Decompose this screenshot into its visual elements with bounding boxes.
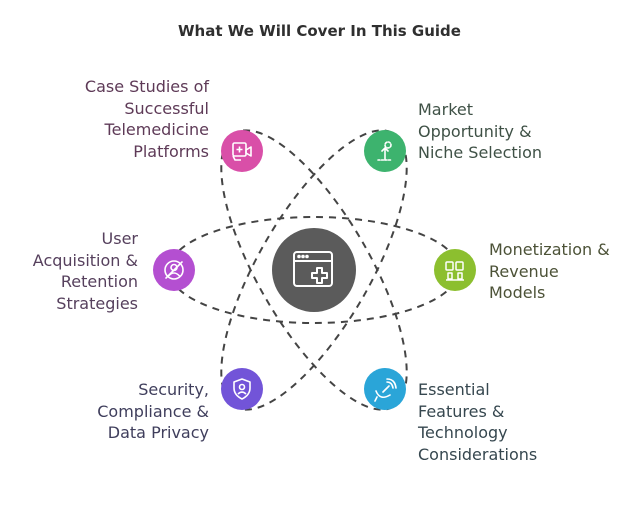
diagram-title: What We Will Cover In This Guide [178,22,461,40]
medical-app-window-icon [293,251,333,287]
topic-label-user-acquisition: User Acquisition & Retention Strategies [32,229,138,313]
shield-user-icon [233,378,251,400]
topic-node-security[interactable] [221,368,263,410]
topic-label-security: Security, Compliance & Data Privacy [97,380,209,442]
money-stack-icon [445,261,464,281]
satellite-dish-icon [374,378,397,402]
topic-label-monetization: Monetization & Revenue Models [489,240,610,302]
topic-node-monetization[interactable] [434,249,476,291]
topic-label-market: Market Opportunity & Niche Selection [418,100,543,162]
user-magnet-icon [164,260,184,280]
target-arrow-icon [377,141,393,161]
topic-label-features: Essential Features & Technology Consider… [418,380,538,464]
video-call-medical-icon [232,142,252,161]
center-node[interactable] [272,228,356,312]
topic-node-features[interactable] [364,368,406,410]
topic-node-market[interactable] [364,130,406,172]
topic-node-user-acquisition[interactable] [153,249,195,291]
topic-label-case-studies: Case Studies of Successful Telemedicine … [84,77,209,161]
topic-node-case-studies[interactable] [221,130,263,172]
